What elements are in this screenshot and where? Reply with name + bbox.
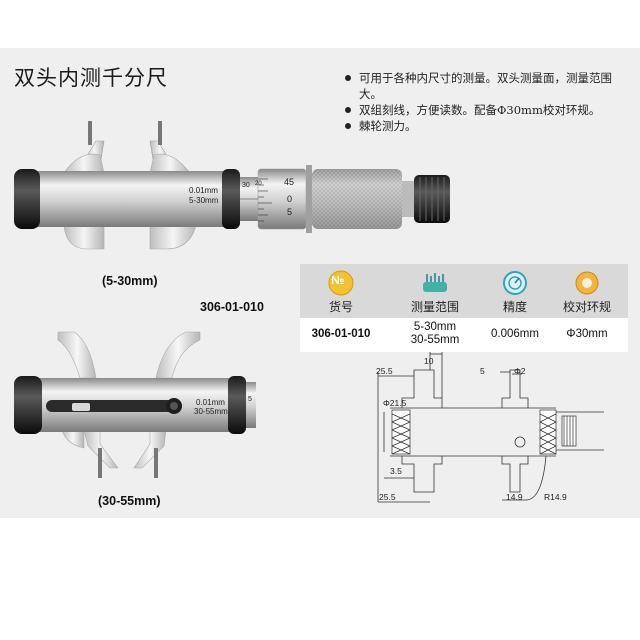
spec-column-ring: 校对环规 Φ30mm <box>546 264 628 352</box>
header-ring: 校对环规 <box>562 300 611 314</box>
micrometer-30-55-image <box>14 331 256 478</box>
dim-25-5-bottom: 25.5 <box>379 492 396 502</box>
number-sign-text: № <box>331 273 345 287</box>
sleeve-scale-5: 5 <box>248 396 252 403</box>
cell-precision: 0.006mm <box>474 320 556 348</box>
feature-item: 棘轮测力。 <box>343 118 628 134</box>
header-range: 测量范围 <box>410 300 459 314</box>
precision-value: 0.006mm <box>491 327 539 340</box>
top-range-caption: (5-30mm) <box>102 274 158 288</box>
feature-list: 可用于各种内尺寸的测量。双头测量面，测量范围大。 双组刻线，方便读数。配备Φ30… <box>343 70 628 134</box>
cell-item-no: 306-01-010 <box>300 320 382 348</box>
range-value-2: 30-55mm <box>410 334 460 346</box>
range-value-1: 5-30mm <box>413 321 457 333</box>
dim-14-9: 14.9 <box>506 492 523 502</box>
item-no-value: 306-01-010 <box>311 327 371 340</box>
spec-header-band <box>300 264 628 318</box>
ring-value: Φ30mm <box>566 327 608 340</box>
dim-phi-2: Φ2 <box>514 366 526 376</box>
barrel-range-text: 30-55mm <box>194 407 228 416</box>
ring-gauge-icon <box>575 271 599 295</box>
cell-ring: Φ30mm <box>546 320 628 348</box>
sleeve-scale-20: 20 <box>255 181 262 187</box>
thimble-scale-0: 0 <box>287 194 293 204</box>
dim-10: 10 <box>424 356 434 366</box>
item-number-label: 306-01-010 <box>200 300 264 314</box>
spec-column-precision: 精度 0.006mm <box>474 264 556 352</box>
dim-25-5-top: 25.5 <box>376 366 393 376</box>
page-title: 双头内测千分尺 <box>14 66 168 90</box>
header-precision: 精度 <box>502 300 527 314</box>
sleeve-scale-30: 30 <box>242 182 250 189</box>
barrel-resolution-text: 0.01mm <box>196 398 225 407</box>
dim-3-5: 3.5 <box>390 466 402 476</box>
barrel-range-text: 5-30mm <box>189 196 219 205</box>
thimble-scale-45: 45 <box>284 177 295 187</box>
barrel-resolution-text: 0.01mm <box>189 186 218 195</box>
spec-column-range: 测量范围 5-30mm 30-55mm <box>394 264 476 352</box>
spec-table: № 货号 306-01-010 测量范围 5-30mm 30-55mm <box>300 264 628 352</box>
feature-item: 可用于各种内尺寸的测量。双头测量面，测量范围大。 <box>343 70 628 102</box>
feature-item: 双组刻线，方便读数。配备Φ30mm校对环规。 <box>343 102 628 118</box>
bottom-range-caption: (30-55mm) <box>98 494 161 508</box>
ruler-icon <box>423 273 447 292</box>
technical-drawing <box>377 352 604 503</box>
dim-r14-9: R14.9 <box>544 492 567 502</box>
header-item-no: 货号 <box>328 300 353 314</box>
thimble-scale-5: 5 <box>287 207 293 217</box>
dim-5: 5 <box>480 366 485 376</box>
spec-column-item-no: № 货号 306-01-010 <box>300 264 382 352</box>
precision-dial-icon <box>503 271 527 295</box>
dim-phi-21-5: Φ21.5 <box>383 398 407 408</box>
micrometer-5-30-image <box>14 121 450 250</box>
number-sign-icon <box>328 270 354 296</box>
cell-range: 5-30mm 30-55mm <box>394 320 476 348</box>
